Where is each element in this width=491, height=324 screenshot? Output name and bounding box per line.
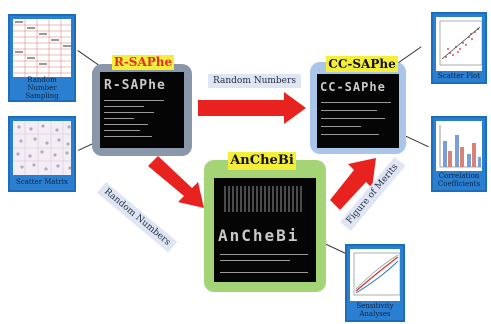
anchebi-output-line [220,260,290,261]
cc-saphe-window: CC-SAPhe [310,62,406,154]
sampling-table-image [13,19,71,77]
arrow-r-to-anchebi [148,156,204,208]
anchebi-screen-title: AnCheBi [218,226,300,245]
r-saphe-window: R-SAPhe [92,64,192,156]
random-number-sampling-card: Random Number Sampling [8,14,76,102]
cc-saphe-label: CC-SAPhe [326,56,398,72]
r-saphe-output-line [104,106,144,107]
anchebi-label: AnCheBi [228,152,296,170]
random-number-sampling-caption: Random Number Sampling [13,76,71,100]
sensitivity-analyses-caption: Sensitivity Analyses [350,302,400,318]
scatter-plot-card: Scatter Plot [431,12,487,84]
arrow-r-to-cc [198,92,306,124]
anchebi-ascii-banner [224,186,304,212]
scatter-plot-image [436,17,482,71]
arrow-label-r-to-cc: Random Numbers [208,74,301,88]
anchebi-output-line [220,254,308,255]
cc-saphe-output-line [321,102,391,103]
sensitivity-chart-image [350,249,400,301]
cc-saphe-output-line [321,110,377,111]
r-saphe-output-line [104,136,152,137]
r-saphe-label: R-SAPhe [112,55,174,70]
anchebi-window: AnCheBi [204,160,326,292]
scatter-plot-caption: Scatter Plot [436,72,482,80]
scatter-matrix-image [13,121,71,175]
cc-saphe-terminal: CC-SAPhe [317,74,399,148]
r-saphe-terminal: R-SAPhe [100,72,184,148]
arrow-anchebi-to-cc [330,158,376,210]
r-saphe-screen-title: R-SAPhe [104,78,166,93]
r-saphe-output-line [104,124,148,125]
cc-saphe-output-line [321,126,361,127]
cc-saphe-output-line [321,134,379,135]
cc-saphe-output-line [321,118,385,119]
cc-saphe-screen-title: CC-SAPhe [320,80,386,94]
r-saphe-output-line [104,100,164,101]
anchebi-output-line [220,272,308,273]
r-saphe-output-line [104,118,134,119]
correlation-coefficients-card: Correlation Coefficients [431,116,487,192]
scatter-matrix-card: Scatter Matrix [8,116,76,192]
r-saphe-output-line [104,130,140,131]
r-saphe-output-line [104,112,154,113]
scatter-matrix-caption: Scatter Matrix [13,177,71,187]
correlation-chart-image [436,121,482,171]
sensitivity-analyses-card: Sensitivity Analyses [345,244,405,322]
correlation-coefficients-caption: Correlation Coefficients [436,172,482,188]
anchebi-terminal: AnCheBi [214,178,316,282]
